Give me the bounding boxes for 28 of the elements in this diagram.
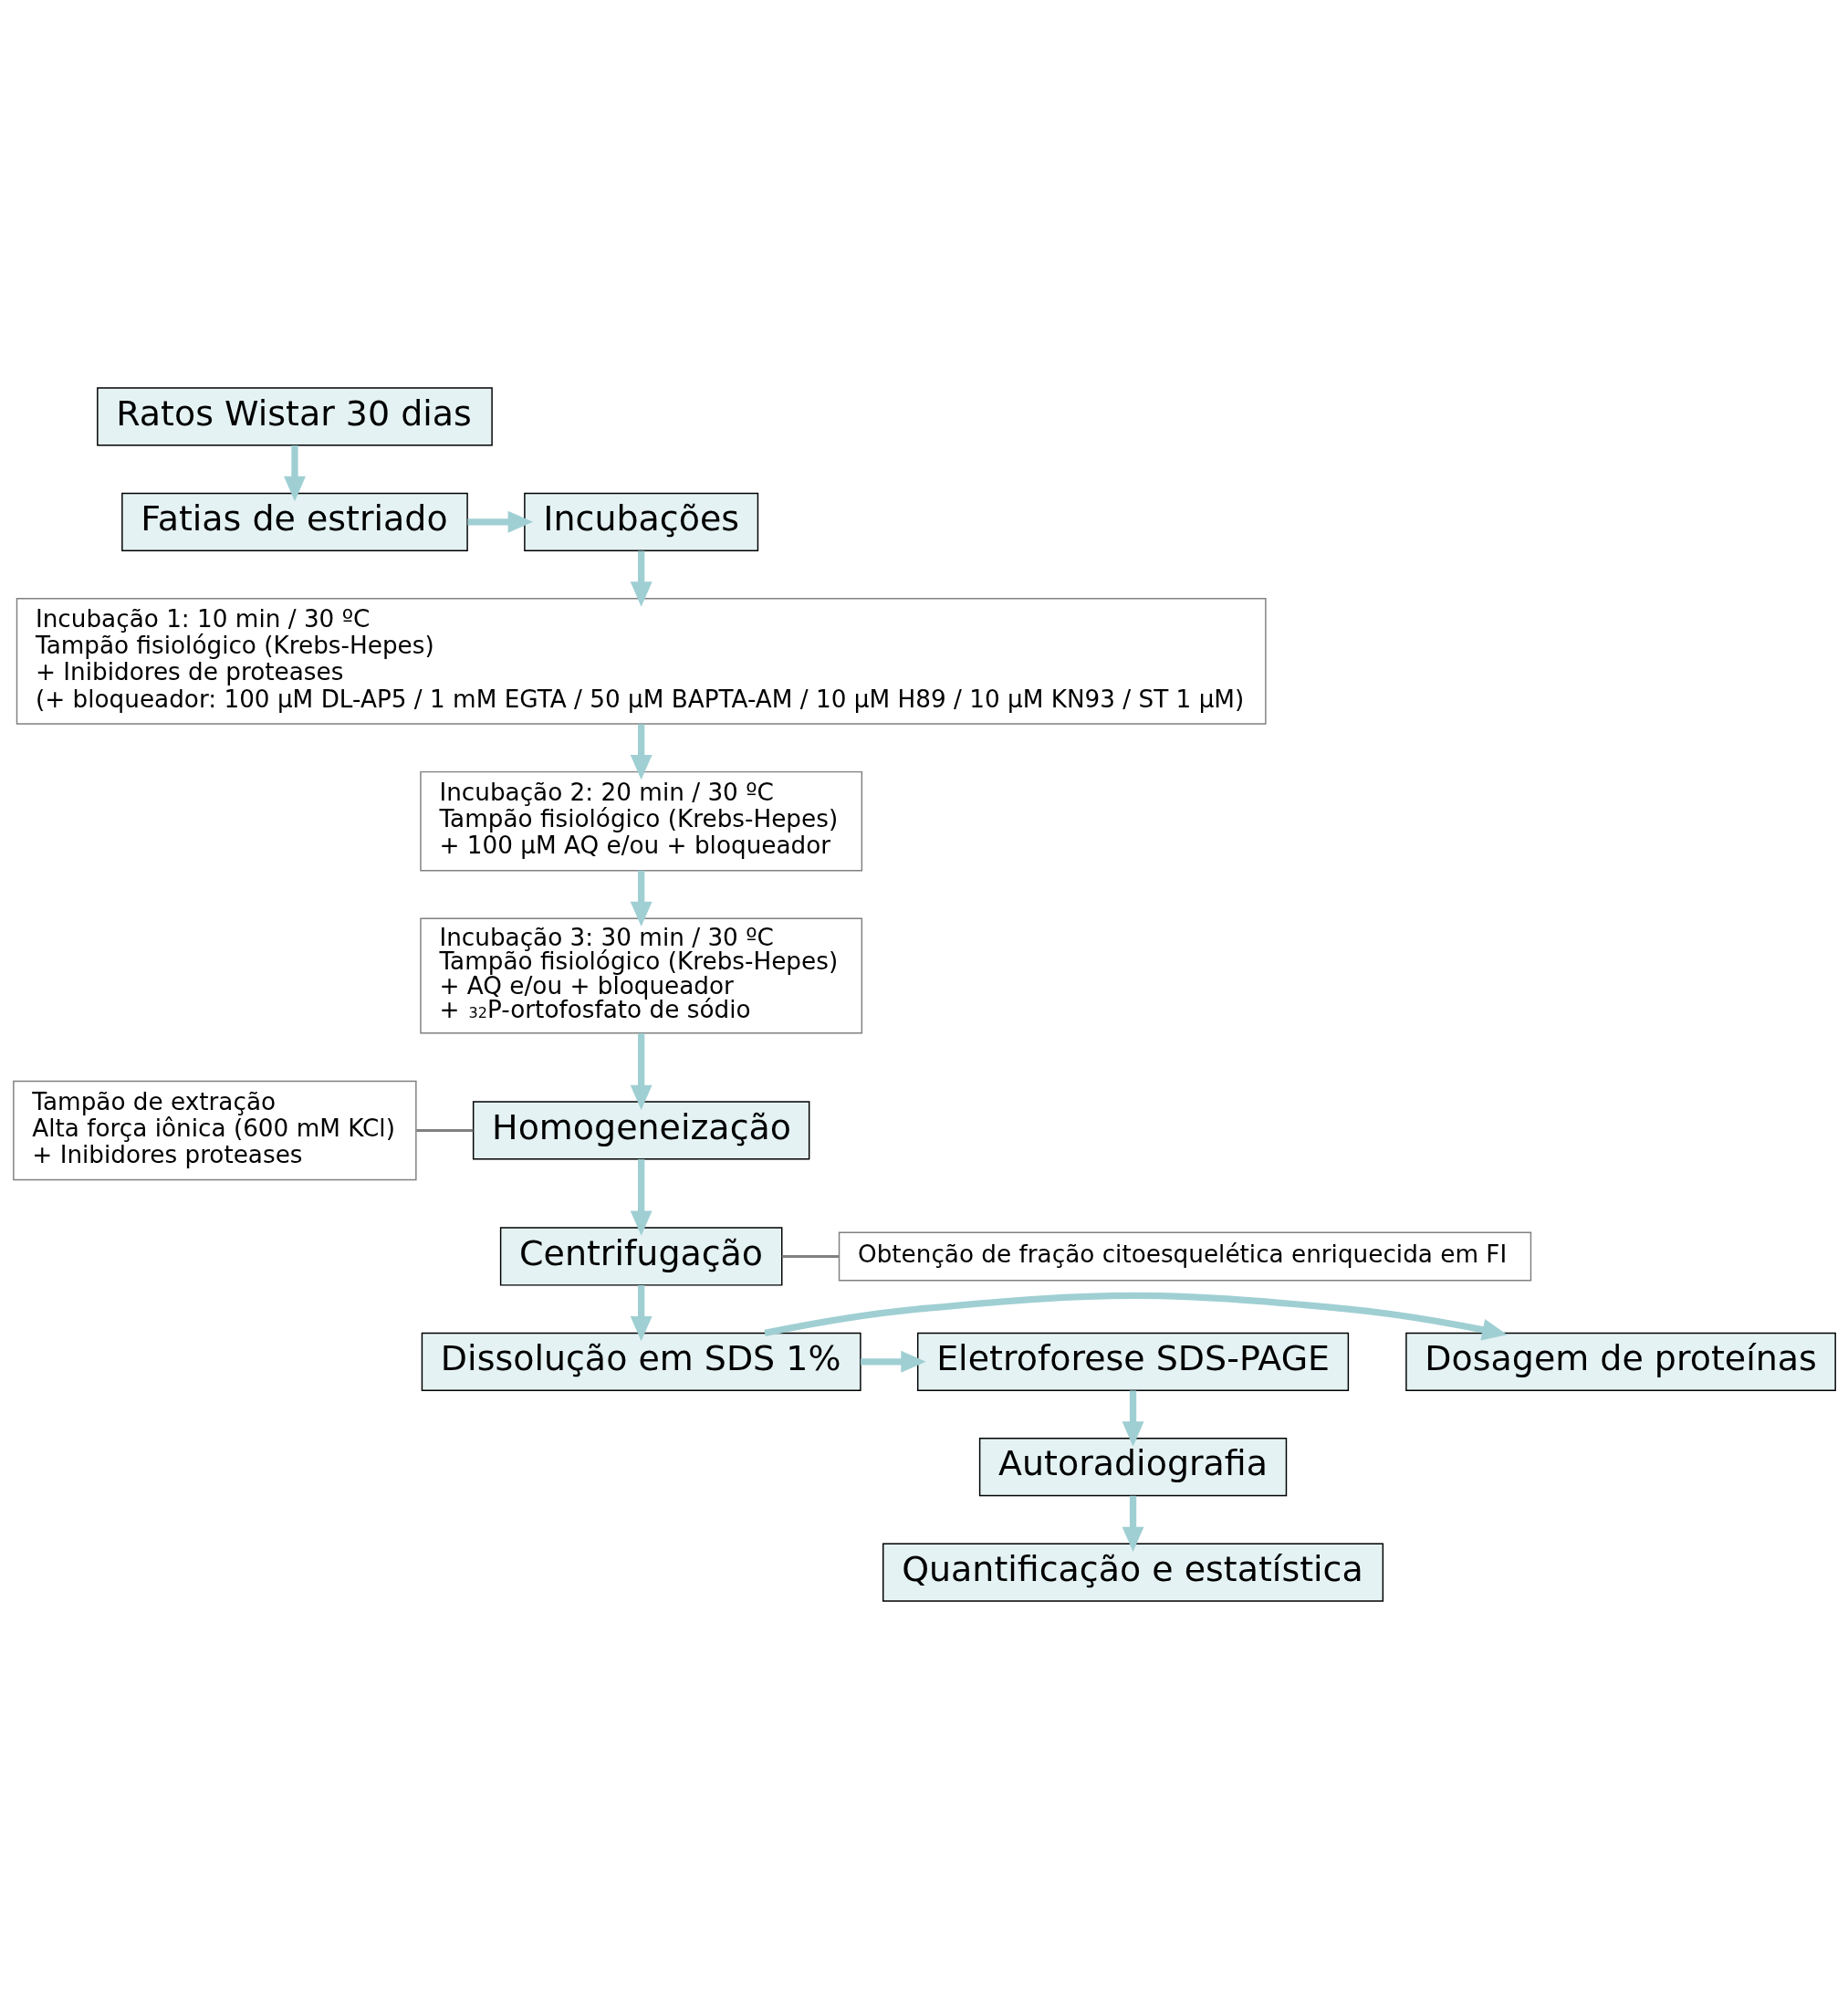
arrow xyxy=(1122,1390,1144,1447)
node-box: Tampão de extração Alta força iônica (600 mM KCl) + Inibidores proteases xyxy=(12,1080,417,1181)
connector xyxy=(415,1129,473,1132)
arrow xyxy=(630,1285,653,1342)
node-box: Fatias de estriado xyxy=(120,492,468,551)
node-box: Dosagem de proteínas xyxy=(1404,1332,1836,1391)
arrow xyxy=(283,445,306,502)
node-box: Ratos Wistar 30 dias xyxy=(96,387,493,446)
node-box: Incubação 3: 30 min / 30 ºC Tampão fisiológico (Krebs-Hepes) + AQ e/ou + bloqueador + 32P-ortofosfato de sódio xyxy=(419,917,862,1034)
arrow xyxy=(630,550,653,607)
node-box: Obtenção de fração citoesquelética enriquecida em FI xyxy=(838,1231,1531,1282)
arrow xyxy=(630,870,653,927)
arrow xyxy=(466,510,533,533)
arrow xyxy=(860,1350,926,1373)
node-box: Autoradiografia xyxy=(978,1438,1287,1497)
node-box: Dissolução em SDS 1% xyxy=(421,1332,861,1391)
node-box: Eletroforese SDS-PAGE xyxy=(916,1332,1349,1391)
arrow xyxy=(630,1033,653,1111)
node-box: Incubação 2: 20 min / 30 ºC Tampão fisiológico (Krebs-Hepes) + 100 µM AQ e/ou + bloqueador xyxy=(419,770,862,872)
connector xyxy=(781,1255,839,1258)
arrow xyxy=(630,1158,653,1236)
node-box: Incubações xyxy=(523,492,758,551)
node-box: Incubação 1: 10 min / 30 ºC Tampão fisiológico (Krebs-Hepes) + Inibidores de proteases (+ bloqueador: 100 µM DL-AP5 / 1 mM EGTA / 50 µM BAPTA-AM / 10 µM H89 / 10 µM KN93 / ST 1 µM) xyxy=(16,598,1267,725)
node-box: Quantificação e estatística xyxy=(882,1543,1383,1602)
arrow xyxy=(1122,1495,1144,1552)
node-box: Centrifugação xyxy=(499,1227,782,1286)
node-box: Homogeneização xyxy=(472,1101,809,1160)
arrow xyxy=(763,1292,1508,1341)
